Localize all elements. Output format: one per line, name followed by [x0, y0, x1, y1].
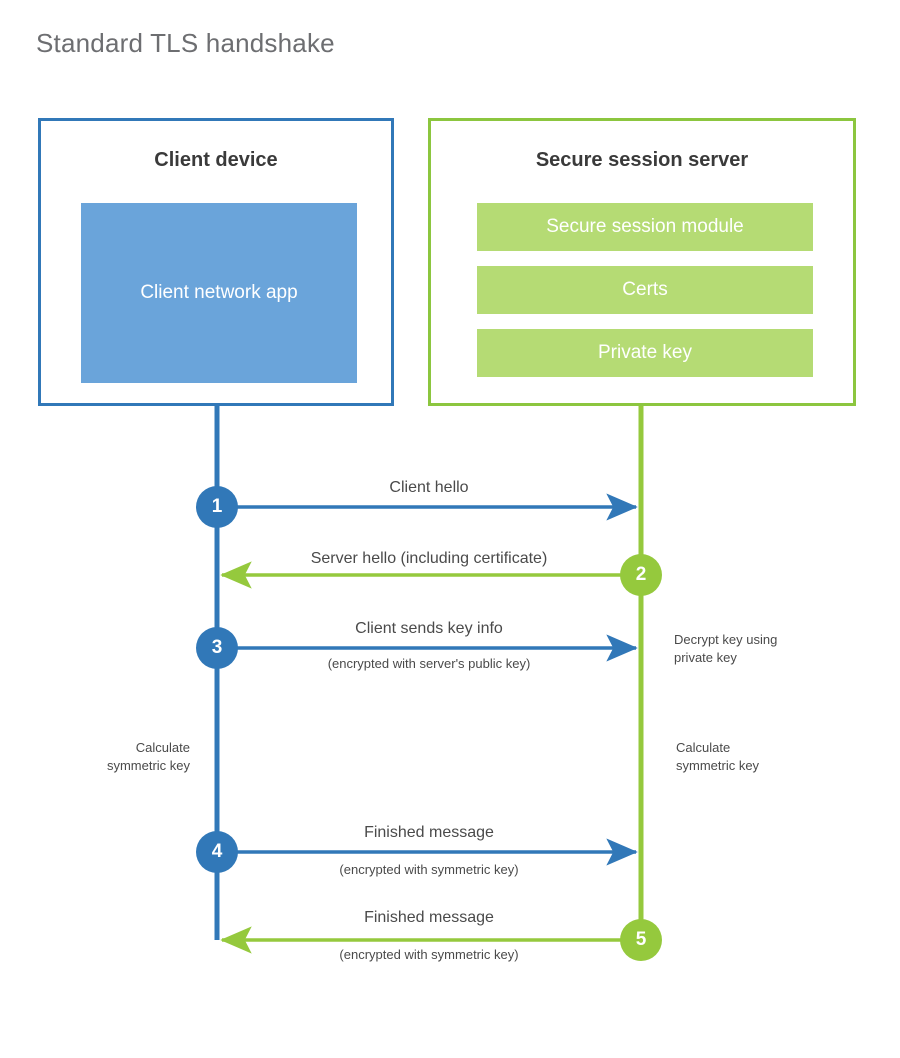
- step-sublabel-3: (encrypted with server's public key): [327, 656, 531, 671]
- step-label-1: Client hello: [389, 479, 469, 496]
- client-device-box: Client device Client network app: [38, 118, 394, 406]
- step-marker-1[interactable]: 1: [196, 486, 238, 528]
- step-marker-2[interactable]: 2: [620, 554, 662, 596]
- step-label-4: Finished message: [364, 824, 494, 841]
- step-label-3: Client sends key info: [355, 620, 503, 637]
- step-sublabel-5: (encrypted with symmetric key): [339, 947, 519, 962]
- client-device-title: Client device: [154, 149, 278, 171]
- client-network-app-block: Client network app: [81, 203, 357, 383]
- step-marker-3[interactable]: 3: [196, 627, 238, 669]
- step-label-2: Server hello (including certificate): [310, 550, 548, 567]
- step-label-5: Finished message: [364, 909, 494, 926]
- secure-session-server-box: Secure session server Secure session mod…: [428, 118, 856, 406]
- step-sublabel-4: (encrypted with symmetric key): [339, 862, 519, 877]
- annotation-client-calculate-symmetric-key: Calculate symmetric key: [106, 740, 190, 773]
- server-component-private-key: Private key: [477, 329, 813, 377]
- step-marker-4[interactable]: 4: [196, 831, 238, 873]
- annotation-server-calculate-symmetric-key: Calculate symmetric key: [676, 740, 760, 773]
- server-component-secure-session-module: Secure session module: [477, 203, 813, 251]
- server-component-certs: Certs: [477, 266, 813, 314]
- annotation-decrypt-key: Decrypt key using private key: [674, 632, 778, 665]
- secure-session-server-title: Secure session server: [535, 149, 749, 171]
- server-component-list: Secure session module Certs Private key: [477, 203, 813, 377]
- page-title: Standard TLS handshake: [36, 28, 335, 58]
- step-marker-5[interactable]: 5: [620, 919, 662, 961]
